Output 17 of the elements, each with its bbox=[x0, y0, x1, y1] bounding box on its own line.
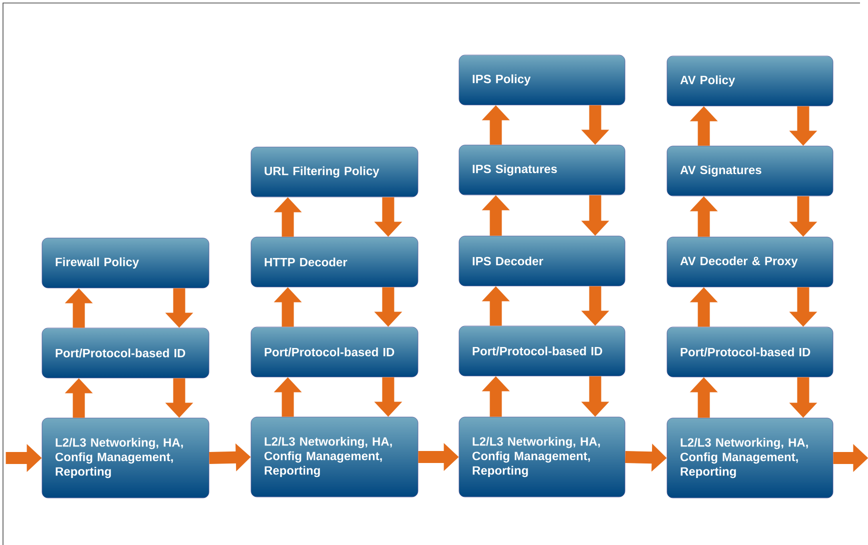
process-box: AV Policy bbox=[666, 56, 834, 106]
process-box: Firewall Policy bbox=[42, 238, 210, 288]
process-box: Port/Protocol-based ID bbox=[458, 326, 626, 376]
process-box: AV Decoder & Proxy bbox=[666, 236, 834, 288]
process-box: L2/L3 Networking, HA, Config Management, Reporting bbox=[458, 416, 626, 498]
process-box: IPS Policy bbox=[458, 54, 626, 106]
process-box: IPS Decoder bbox=[458, 236, 626, 286]
process-box: L2/L3 Networking, HA, Config Management, Reporting bbox=[250, 416, 418, 498]
process-box: HTTP Decoder bbox=[250, 236, 418, 288]
process-box: AV Signatures bbox=[666, 146, 834, 196]
process-box: Port/Protocol-based ID bbox=[250, 326, 418, 378]
process-box: L2/L3 Networking, HA, Config Management, Reporting bbox=[42, 418, 210, 498]
process-box: L2/L3 Networking, HA, Config Management, Reporting bbox=[666, 418, 834, 498]
process-box: Port/Protocol-based ID bbox=[666, 326, 834, 378]
process-box: Port/Protocol-based ID bbox=[42, 328, 210, 378]
process-box: URL Filtering Policy bbox=[250, 146, 418, 198]
process-box: IPS Signatures bbox=[458, 144, 626, 196]
